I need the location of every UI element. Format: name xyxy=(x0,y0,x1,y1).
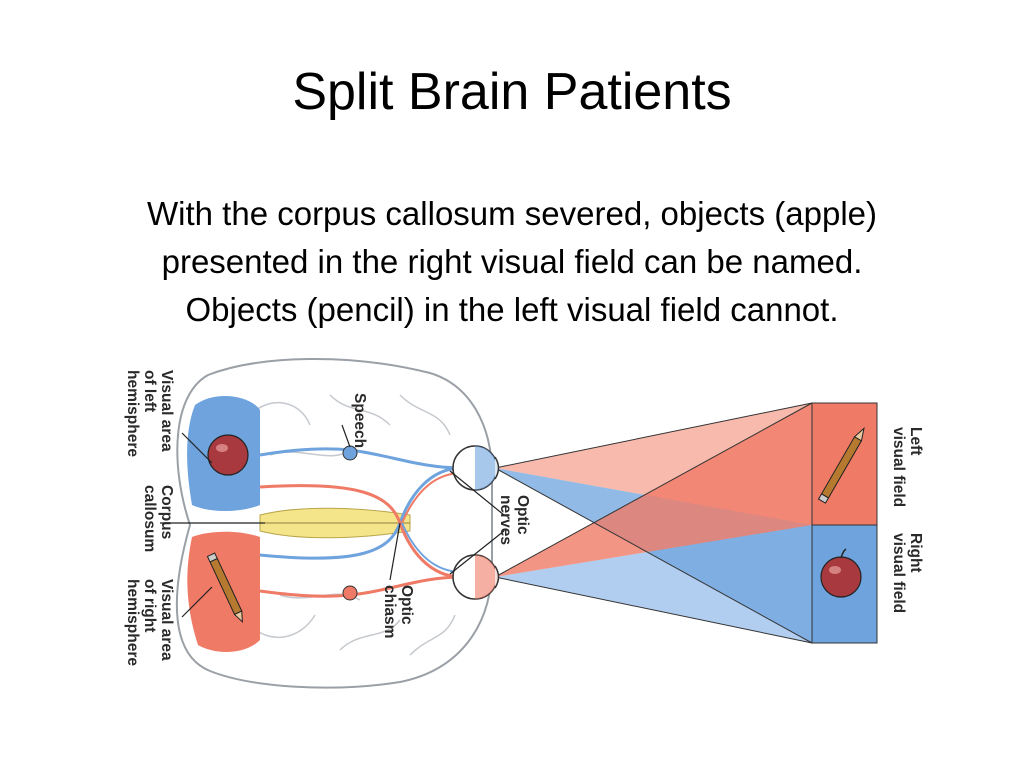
pencil-in-brain-icon xyxy=(206,552,243,624)
visual-field-beams xyxy=(494,402,813,644)
svg-text:Speech: Speech xyxy=(351,393,368,448)
label-speech: Speech xyxy=(351,393,368,448)
apple-in-brain-icon xyxy=(207,434,249,476)
label-right-visual-field: Right visual field xyxy=(890,533,924,613)
svg-text:Optic: Optic xyxy=(514,495,531,535)
label-left-visual-field: Left visual field xyxy=(890,427,924,507)
svg-text:of left: of left xyxy=(141,370,158,412)
right-hemisphere-node xyxy=(342,585,358,601)
svg-text:callosum: callosum xyxy=(141,485,158,552)
svg-text:Corpus: Corpus xyxy=(158,485,175,539)
body-line-2: presented in the right visual field can … xyxy=(161,243,863,280)
label-visual-area-right: Visual area of right hemisphere xyxy=(124,579,175,666)
label-corpus-callosum: Corpus callosum xyxy=(141,485,175,552)
slide-body-text: With the corpus callosum severed, object… xyxy=(40,190,984,334)
svg-text:hemisphere: hemisphere xyxy=(124,579,141,666)
eye-icon xyxy=(452,554,500,600)
pencil-icon xyxy=(817,426,865,504)
body-line-3: Objects (pencil) in the left visual fiel… xyxy=(185,291,839,328)
svg-text:visual field: visual field xyxy=(890,533,907,613)
eye-icon xyxy=(452,445,500,491)
svg-text:Left: Left xyxy=(907,427,924,455)
svg-text:hemisphere: hemisphere xyxy=(124,370,141,457)
svg-text:visual field: visual field xyxy=(890,427,907,507)
body-line-1: With the corpus callosum severed, object… xyxy=(147,195,877,232)
svg-text:Visual area: Visual area xyxy=(158,370,175,452)
svg-text:nerves: nerves xyxy=(497,495,514,545)
split-brain-diagram: Visual area of left hemisphere Corpus ca… xyxy=(124,358,924,689)
apple-icon xyxy=(820,548,862,598)
brain-icon xyxy=(175,358,493,689)
label-optic-chiasm: Optic chiasm xyxy=(381,585,415,638)
slide-title: Split Brain Patients xyxy=(292,63,732,121)
svg-text:Optic: Optic xyxy=(398,585,415,625)
svg-text:chiasm: chiasm xyxy=(381,585,398,638)
label-visual-area-left: Visual area of left hemisphere xyxy=(124,370,175,457)
svg-text:Right: Right xyxy=(907,533,924,573)
label-optic-nerves: Optic nerves xyxy=(497,495,531,545)
svg-text:of right: of right xyxy=(141,579,158,632)
svg-text:Visual area: Visual area xyxy=(158,579,175,661)
label-pointers xyxy=(160,424,505,618)
